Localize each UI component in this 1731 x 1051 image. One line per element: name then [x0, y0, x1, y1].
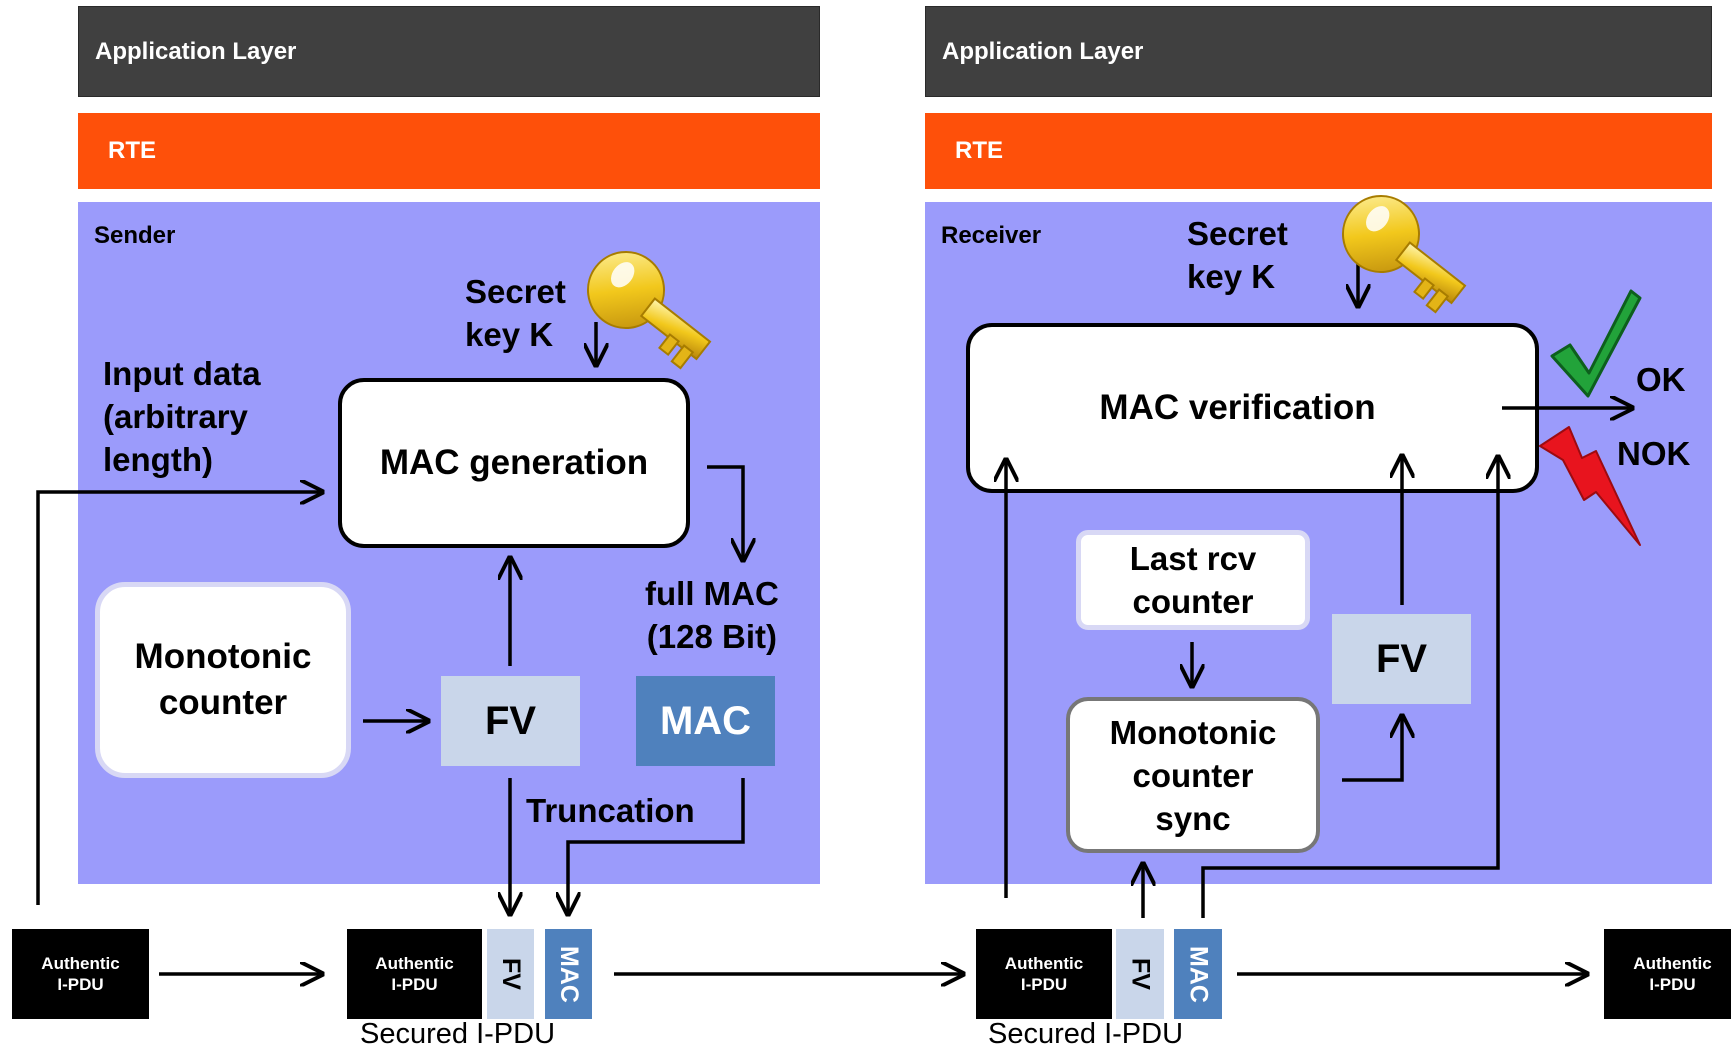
input-data-label: Input data (arbitrary length) [103, 355, 261, 478]
secured-pdu-sender-fv: FV [487, 929, 534, 1019]
sender-fv-box: FV [441, 676, 580, 766]
receiver-rte-label: RTE [955, 137, 1003, 164]
authentic-pdu-destination: Authentic I-PDU [1604, 929, 1731, 1019]
receiver-rte-layer: RTE [925, 113, 1712, 189]
secured-pdu-receiver-authentic: Authentic I-PDU [976, 929, 1112, 1019]
secured-pdu-receiver-mac: MAC [1174, 929, 1222, 1019]
receiver-panel-label: Receiver [941, 222, 1042, 249]
mac-verification-box: MAC verification [966, 323, 1539, 493]
receiver-fv-box: FV [1332, 614, 1471, 704]
secured-pdu-receiver-caption: Secured I-PDU [988, 1018, 1184, 1050]
full-mac-arrow [707, 465, 743, 560]
sender-application-layer: Application Layer [78, 6, 820, 97]
nok-label: NOK [1617, 435, 1691, 472]
mac-verification-label: MAC verification [1099, 388, 1376, 427]
key-icon [1342, 195, 1467, 314]
sender-application-layer-label: Application Layer [95, 37, 297, 65]
authentic-pdu-source: Authentic I-PDU [12, 929, 149, 1019]
last-rcv-counter-box: Last rcv counter [1076, 530, 1310, 630]
sender-rte-label: RTE [108, 137, 156, 164]
counter-sync-box: Monotonic counter sync [1066, 697, 1320, 853]
sender-monotonic-counter-box: Monotonic counter [95, 582, 351, 778]
input-data-arrow [36, 492, 322, 905]
secured-pdu-sender-mac: MAC [545, 929, 592, 1019]
mac-generation-box: MAC generation [338, 378, 690, 548]
mac-generation-label: MAC generation [379, 443, 649, 482]
truncation-label: Truncation [526, 792, 695, 829]
receiver-application-layer: Application Layer [925, 6, 1712, 97]
sender-mac-box: MAC [636, 676, 775, 766]
sync-to-fv-arrow [1342, 716, 1402, 782]
truncation-arrow [568, 778, 745, 914]
sender-rte-layer: RTE [78, 113, 820, 189]
secured-pdu-sender-authentic: Authentic I-PDU [347, 929, 482, 1019]
sender-secret-key-label: Secret key K [465, 273, 566, 353]
receiver-application-layer-label: Application Layer [942, 37, 1144, 65]
lightning-icon [1539, 426, 1641, 546]
full-mac-label: full MAC (128 Bit) [645, 575, 779, 655]
secured-pdu-sender-caption: Secured I-PDU [360, 1018, 556, 1050]
ok-label: OK [1636, 361, 1686, 398]
secured-pdu-receiver-fv: FV [1116, 929, 1164, 1019]
receiver-mac-to-verify-arrow [1201, 457, 1498, 918]
sender-panel-label: Sender [94, 222, 176, 249]
key-icon [587, 251, 712, 370]
checkmark-icon [1550, 289, 1642, 398]
receiver-secret-key-label: Secret key K [1187, 215, 1288, 295]
